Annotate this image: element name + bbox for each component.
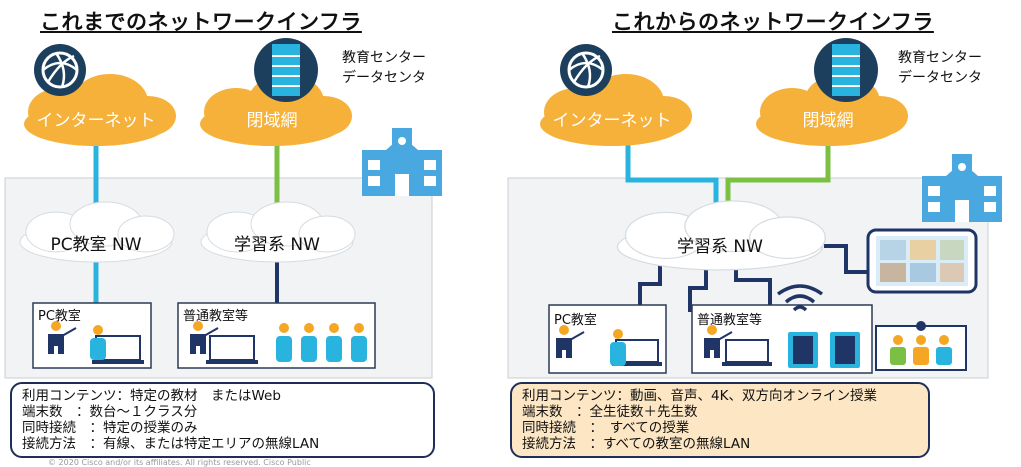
teacher-icon xyxy=(556,325,585,358)
server-icon xyxy=(254,38,318,102)
info-content: 利用コンテンツ：特定の教材 またはWeb xyxy=(22,388,281,404)
copyright: © 2020 Cisco and/or its affiliates. All … xyxy=(48,458,311,467)
student-icon xyxy=(301,323,317,362)
info-box-current: 利用コンテンツ：特定の教材 またはWeb 端末数 ：数台～１クラス分 同時接続 … xyxy=(10,382,435,458)
online-class-screen-icon xyxy=(875,321,967,371)
student-icon xyxy=(610,329,626,366)
info-concurrent: 同時接続 ：特定の授業のみ xyxy=(22,420,198,436)
school-building-icon xyxy=(362,128,442,196)
teacher-icon xyxy=(704,325,733,358)
line-internet-studynw-right xyxy=(625,140,719,212)
internet-label-right: インターネット xyxy=(552,111,672,131)
line-to-video-right xyxy=(824,244,868,274)
teacher-icon xyxy=(190,321,219,354)
tablet-icon xyxy=(830,332,860,368)
datacenter-label-left: 教育センター データセンタ xyxy=(342,48,426,88)
line-to-wifi-right xyxy=(734,262,772,312)
line-to-classroom-right xyxy=(688,262,708,312)
laptop-icon xyxy=(722,339,772,366)
closed-net-label-right: 閉域網 xyxy=(802,111,854,131)
line-closed-studynw-right xyxy=(725,140,831,212)
info-connection: 接続方法 ：有線、または特定エリアの無線LAN xyxy=(22,436,320,452)
info-connection: 接続方法 ：すべての教室の無線LAN xyxy=(522,436,751,452)
info-content: 利用コンテンツ：動画、音声、4K、双方向オンライン授業 xyxy=(522,388,877,404)
student-icon xyxy=(90,325,106,360)
pc-room-label-left: PC教室 xyxy=(38,309,81,324)
info-devices: 端末数 ：全生徒数＋先生数 xyxy=(522,404,698,420)
pc-nw-label: PC教室 NW xyxy=(50,235,142,255)
info-concurrent: 同時接続 ： すべての授業 xyxy=(522,420,690,436)
pc-room-label-right: PC教室 xyxy=(554,313,597,328)
video-conference-icon xyxy=(866,228,978,294)
closed-net-label-left: 閉域網 xyxy=(246,111,298,131)
server-icon xyxy=(814,38,878,102)
dc-line1: 教育センター xyxy=(342,50,426,66)
globe-icon xyxy=(34,44,86,96)
study-nw-label-right: 学習系 NW xyxy=(677,237,763,257)
student-icon xyxy=(351,323,367,362)
dc-line2: データセンタ xyxy=(342,70,426,86)
student-icon xyxy=(276,323,292,362)
internet-label-left: インターネット xyxy=(36,111,156,131)
wifi-icon xyxy=(776,284,824,312)
info-box-future: 利用コンテンツ：動画、音声、4K、双方向オンライン授業 端末数 ：全生徒数＋先生… xyxy=(510,382,930,458)
line-to-pcroom-right xyxy=(638,260,662,305)
dc-line1: 教育センター xyxy=(898,50,982,66)
classroom-label-right: 普通教室等 xyxy=(697,313,763,328)
datacenter-label-right: 教育センター データセンタ xyxy=(898,48,982,88)
dc-line2: データセンタ xyxy=(898,70,982,86)
study-nw-label-left: 学習系 NW xyxy=(234,235,320,255)
classroom-label-left: 普通教室等 xyxy=(183,309,249,324)
school-building-icon xyxy=(922,154,1002,222)
title-future-infra: これからのネットワークインフラ xyxy=(612,10,934,34)
student-icon xyxy=(326,323,342,362)
tablet-icon xyxy=(788,332,818,368)
title-current-infra: これまでのネットワークインフラ xyxy=(40,10,362,34)
info-devices: 端末数 ：数台～１クラス分 xyxy=(22,404,198,420)
laptop-icon xyxy=(206,335,258,364)
globe-icon xyxy=(560,44,612,96)
teacher-icon xyxy=(48,321,77,354)
